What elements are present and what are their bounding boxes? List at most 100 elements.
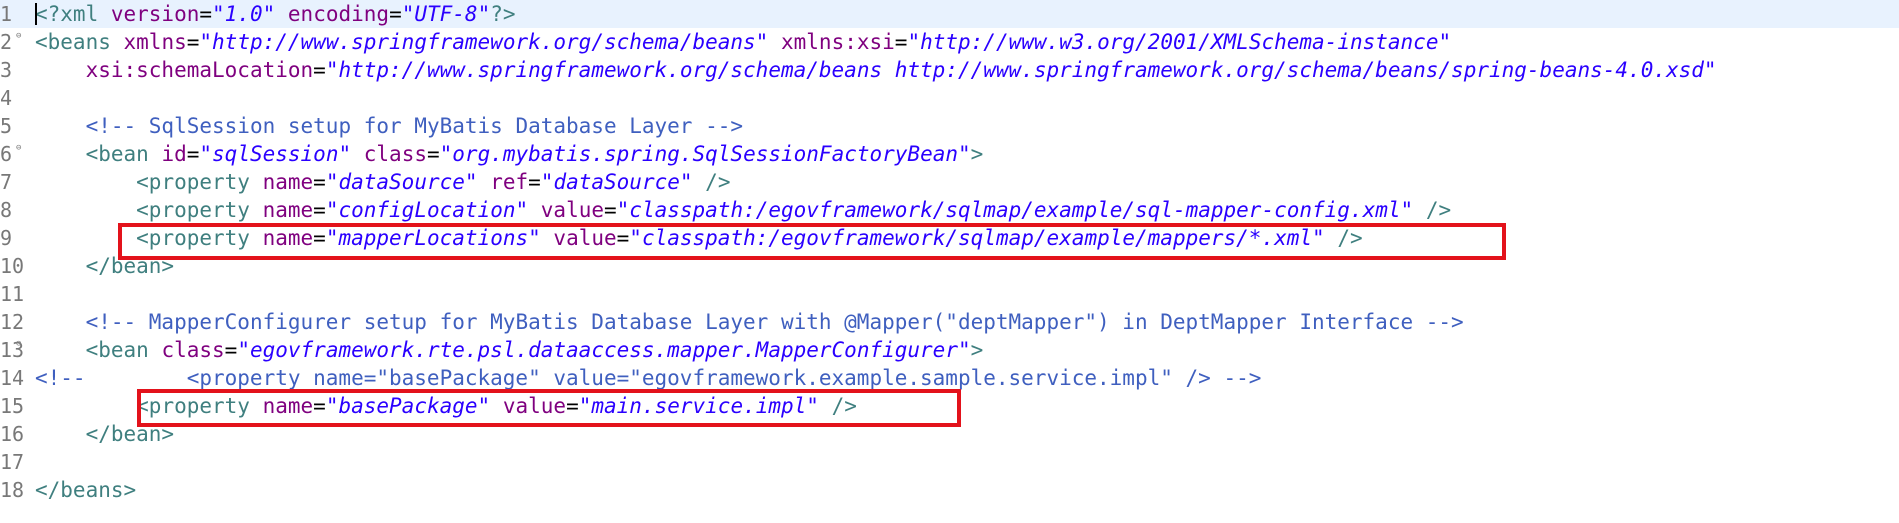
code-text: <bean class="egovframework.rte.psl.dataa… [35, 336, 984, 364]
code-line[interactable]: 9 <property name="mapperLocations" value… [0, 224, 1899, 252]
code-line[interactable]: 15 <property name="basePackage" value="m… [0, 392, 1899, 420]
code-line[interactable]: 12 <!-- MapperConfigurer setup for MyBat… [0, 308, 1899, 336]
code-token: = [313, 58, 326, 82]
code-token: "configLocation" [325, 198, 529, 222]
code-token: xmlns:xsi [781, 30, 895, 54]
code-token: "1.0" [212, 2, 276, 26]
code-token: > [970, 338, 984, 362]
code-token: = [616, 226, 630, 250]
line-number: 13 [0, 338, 25, 362]
code-token: <!-- SqlSession setup for MyBatis Databa… [85, 114, 744, 138]
code-token [768, 30, 781, 54]
code-token: version [110, 2, 200, 26]
code-token: <property [136, 394, 263, 418]
code-token [35, 198, 136, 222]
code-token: = [426, 142, 440, 166]
line-number: 5 [0, 114, 13, 138]
code-token: <bean [85, 338, 162, 362]
highlight-box-base-package [137, 389, 961, 427]
line-number: 10 [0, 254, 25, 278]
line-number: 2 [0, 30, 13, 54]
code-text: <property name="dataSource" ref="dataSou… [35, 168, 730, 196]
code-line[interactable]: 2⊖ <beans xmlns="http://www.springframewo… [0, 28, 1899, 56]
line-number: 12 [0, 310, 25, 334]
code-token [35, 142, 86, 166]
code-token [528, 198, 541, 222]
code-token: "mapperLocations" [325, 226, 541, 250]
code-token [478, 170, 491, 194]
line-number: 1 [0, 2, 13, 26]
code-text: <property name="configLocation" value="c… [35, 196, 1451, 224]
code-token: xmlns [123, 30, 187, 54]
code-token: = [199, 2, 213, 26]
code-token: = [313, 198, 326, 222]
code-line[interactable]: 3 xsi:schemaLocation="http://www.springf… [0, 56, 1899, 84]
code-token: name [262, 226, 314, 250]
code-token: "egovframework.rte.psl.dataaccess.mapper… [237, 338, 971, 362]
line-number: 14 [0, 366, 25, 390]
code-line[interactable]: 18</beans> [0, 476, 1899, 504]
code-token [693, 170, 706, 194]
code-line[interactable]: 11 [0, 280, 1899, 308]
code-token: "http://www.w3.org/2001/XMLSchema-instan… [907, 30, 1452, 54]
code-token: = [528, 170, 541, 194]
code-token: = [313, 226, 326, 250]
code-token [35, 394, 136, 418]
code-token [351, 142, 364, 166]
code-token: "dataSource" [540, 170, 693, 194]
code-line[interactable]: 13⊖ <bean class="egovframework.rte.psl.d… [0, 336, 1899, 364]
code-token [35, 310, 86, 334]
code-line[interactable]: 16 </bean> [0, 420, 1899, 448]
line-number: 17 [0, 450, 25, 474]
code-line[interactable]: 6⊖ <bean id="sqlSession" class="org.myba… [0, 140, 1899, 168]
code-token: "sqlSession" [199, 142, 352, 166]
code-token [35, 254, 86, 278]
code-line[interactable]: 4 [0, 84, 1899, 112]
code-token: "UTF-8" [401, 2, 491, 26]
code-token: <property [136, 226, 263, 250]
code-token: value [540, 198, 604, 222]
code-token: <?xml [35, 2, 111, 26]
code-line[interactable]: 7 <property name="dataSource" ref="dataS… [0, 168, 1899, 196]
fold-toggle-icon[interactable]: ⊖ [16, 31, 22, 41]
text-caret [35, 3, 37, 25]
code-token [1413, 198, 1426, 222]
code-token: id [161, 142, 187, 166]
code-token: = [313, 170, 326, 194]
code-token: "classpath:/egovframework/sqlmap/example… [616, 198, 1414, 222]
code-text: <!-- <property name="basePackage" value=… [35, 364, 1261, 392]
code-line[interactable]: 1<?xml version="1.0" encoding="UTF-8"?> [0, 0, 1899, 28]
code-token: </beans> [35, 478, 137, 502]
code-token: <!-- MapperConfigurer setup for MyBatis … [85, 310, 1464, 334]
code-token: "main.service.impl" [578, 394, 819, 418]
code-token: <beans [35, 30, 124, 54]
code-line[interactable]: 17 [0, 448, 1899, 476]
code-token: class [363, 142, 427, 166]
code-token: ref [490, 170, 529, 194]
code-text: <?xml version="1.0" encoding="UTF-8"?> [35, 0, 516, 28]
code-token: encoding [287, 2, 390, 26]
code-token: <property [136, 198, 263, 222]
code-token: = [186, 142, 200, 166]
code-token: "org.mybatis.spring.SqlSessionFactoryBea… [439, 142, 971, 166]
code-token: <!-- <property name="basePackage" value=… [35, 366, 1262, 390]
code-text: <bean id="sqlSession" class="org.mybatis… [35, 140, 984, 168]
code-text: xsi:schemaLocation="http://www.springfra… [35, 56, 1717, 84]
code-line[interactable]: 5 <!-- SqlSession setup for MyBatis Data… [0, 112, 1899, 140]
code-token: "classpath:/egovframework/sqlmap/example… [629, 226, 1325, 250]
code-token: name [262, 170, 314, 194]
code-token: "http://www.springframework.org/schema/b… [199, 30, 769, 54]
line-number: 11 [0, 282, 25, 306]
code-line[interactable]: 8 <property name="configLocation" value=… [0, 196, 1899, 224]
code-token: /> [1337, 226, 1363, 250]
code-text: <!-- MapperConfigurer setup for MyBatis … [35, 308, 1464, 336]
code-token: xsi:schemaLocation [85, 58, 314, 82]
code-token: = [313, 394, 326, 418]
fold-toggle-icon[interactable]: ⊖ [16, 143, 22, 153]
code-token: = [186, 30, 200, 54]
code-token [35, 58, 86, 82]
code-line[interactable]: 14 <!-- <property name="basePackage" valu… [0, 364, 1899, 392]
fold-toggle-icon[interactable]: ⊖ [16, 339, 22, 349]
code-token: name [262, 394, 314, 418]
